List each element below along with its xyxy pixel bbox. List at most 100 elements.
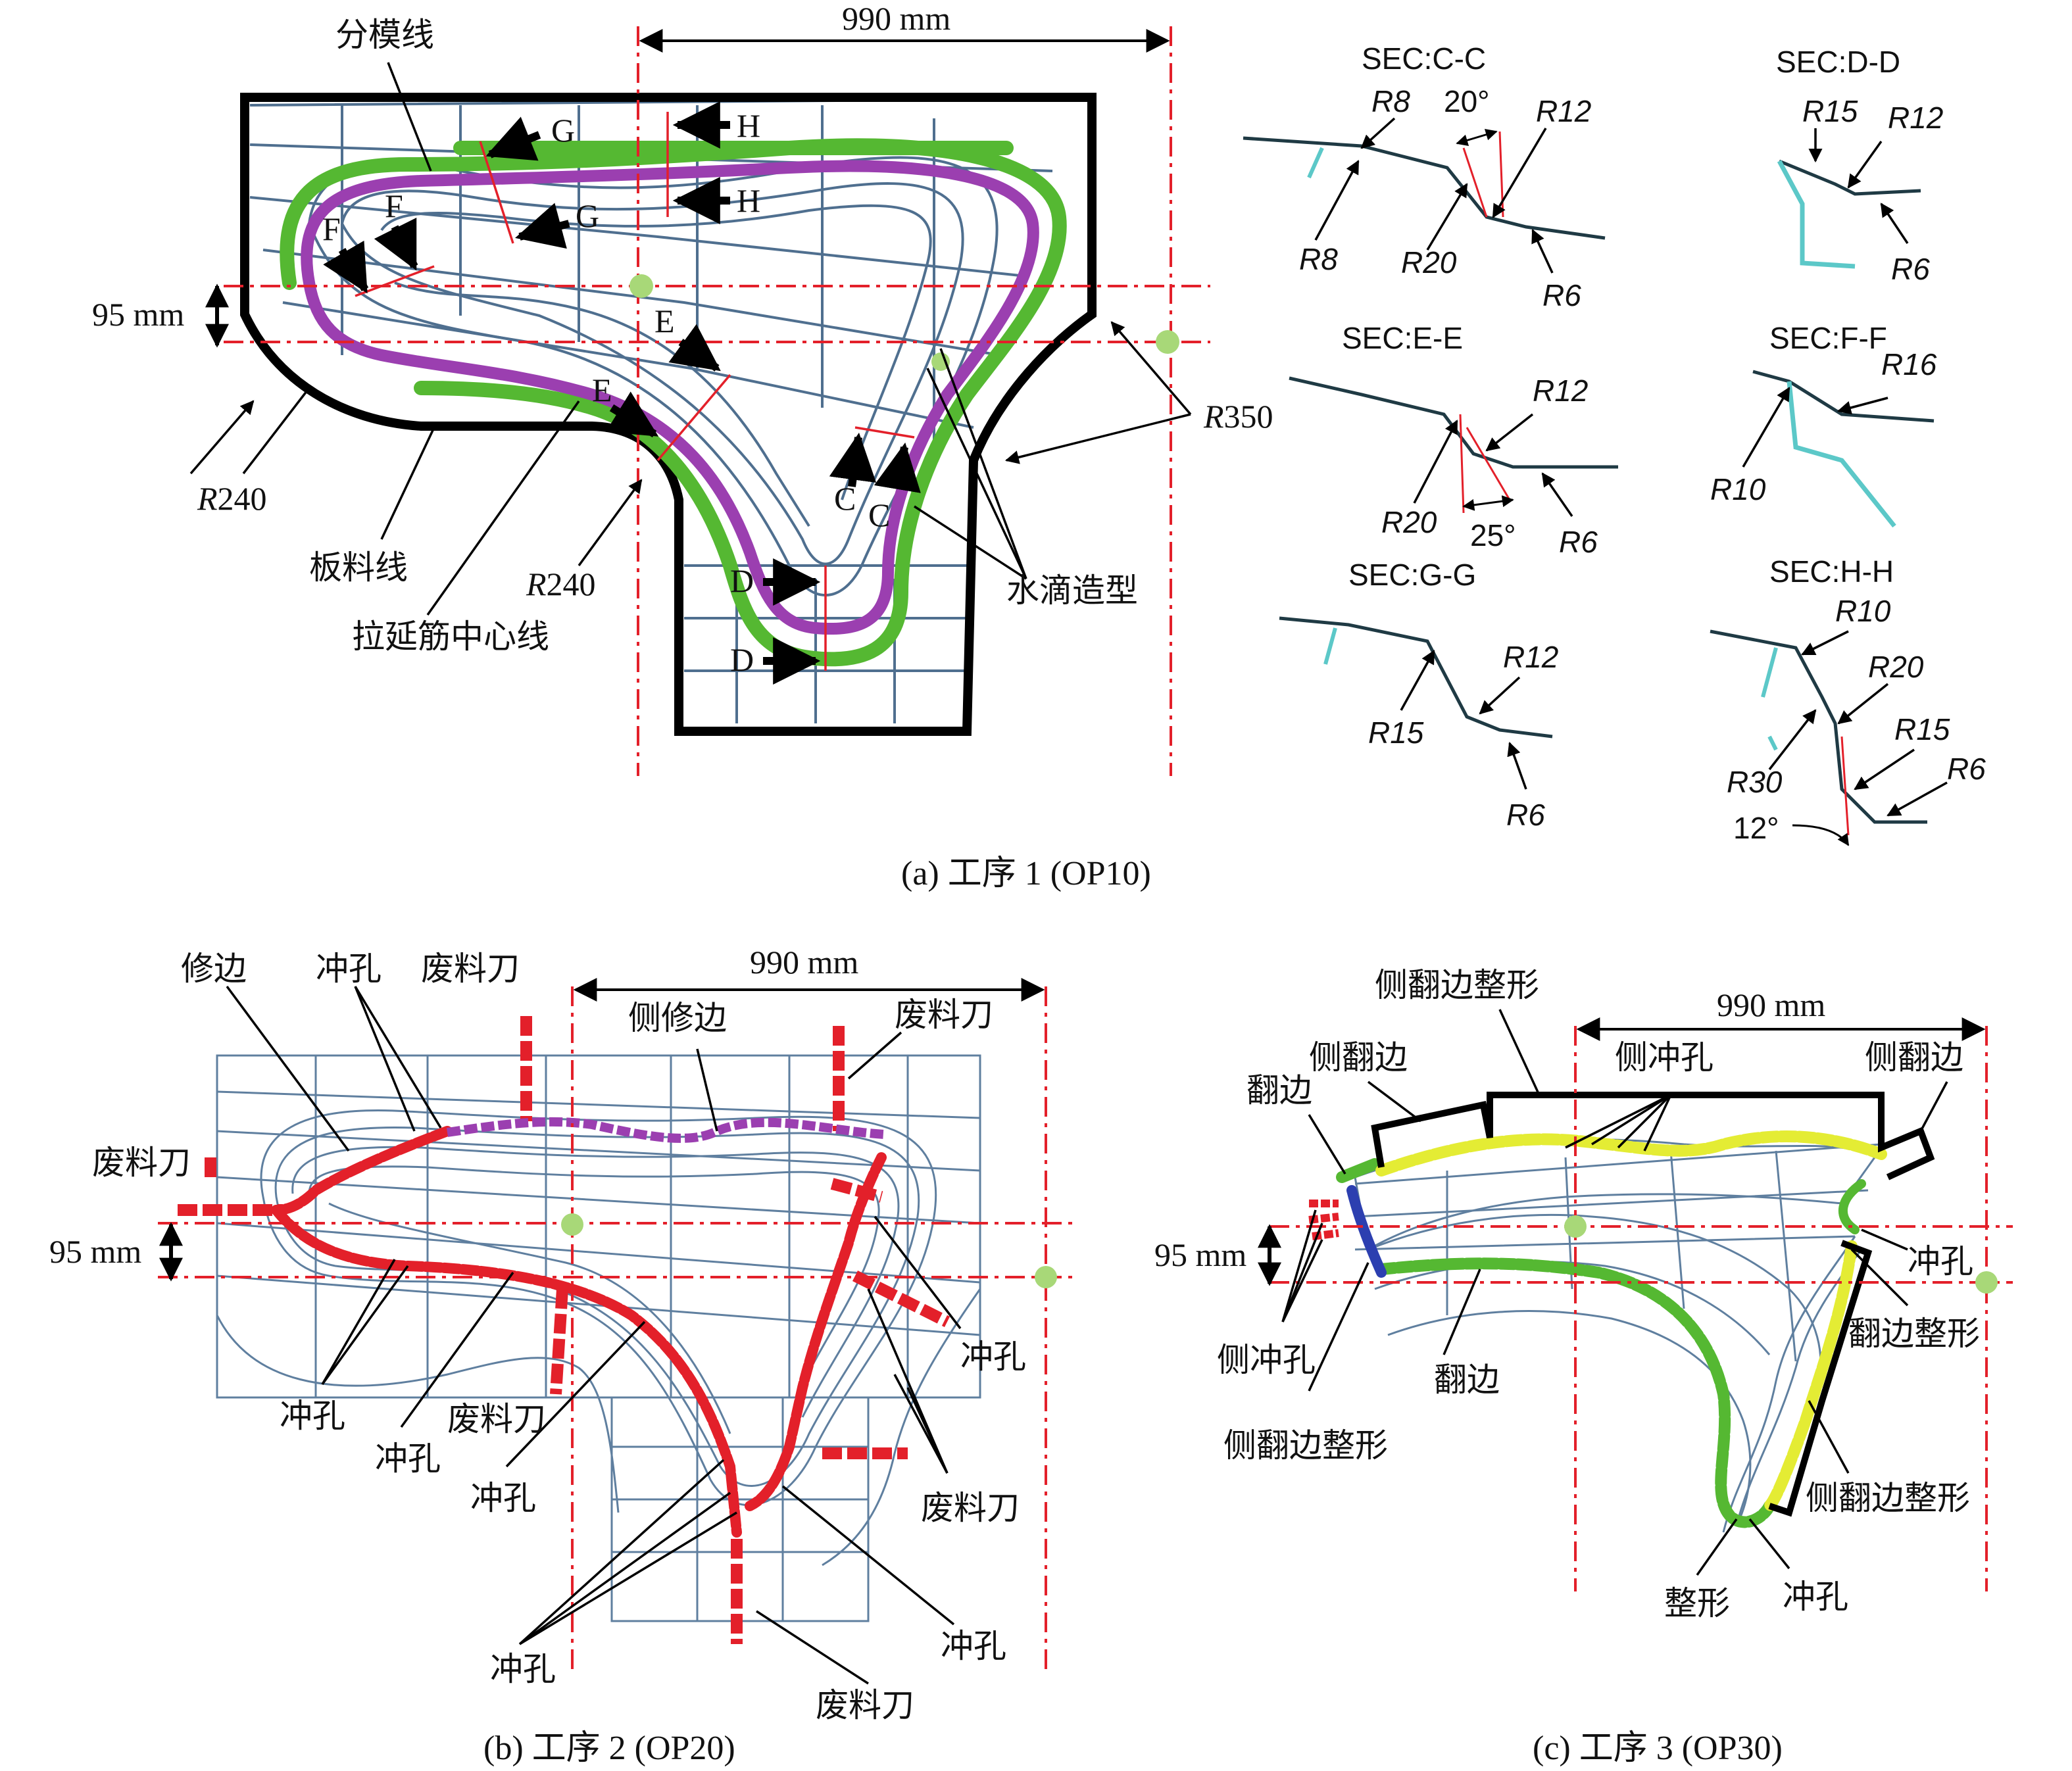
panel-c-reference-lines	[1270, 1026, 2013, 1591]
label-r240-mid: R240	[526, 566, 596, 602]
section-ee-title: SEC:E-E	[1342, 321, 1463, 355]
section-hh-angle: 12°	[1733, 811, 1779, 845]
section-cc-r5: R6	[1542, 278, 1581, 312]
label-r350: R350	[1203, 398, 1273, 435]
section-cc: SEC:C-C R8 20° R12 R8 R20 R6	[1243, 41, 1606, 312]
draw-bead-line	[280, 138, 1067, 667]
section-mark: G	[576, 197, 599, 234]
dim-height-label: 95 mm	[49, 1233, 141, 1270]
dim-height-label: 95 mm	[92, 296, 184, 333]
section-mark: E	[654, 303, 675, 339]
label-pierce-right: 冲孔	[960, 1338, 1026, 1375]
panel-a: G G H H F F E E C C D D 990 mm 95 mm	[92, 0, 1273, 776]
label-pierce-left: 冲孔	[280, 1397, 345, 1434]
side-flange-restrike-frame-right	[1768, 1240, 1873, 1517]
dim-height-label: 95 mm	[1154, 1236, 1246, 1273]
section-mark: E	[592, 372, 612, 408]
section-dd: SEC:D-D R15 R12 R6	[1776, 45, 1943, 286]
section-ff-title: SEC:F-F	[1769, 321, 1887, 355]
label-restrike: 整形	[1664, 1585, 1730, 1622]
section-mark: F	[385, 187, 403, 224]
section-mark: G	[551, 112, 575, 149]
label-pierce-top: 冲孔	[316, 950, 382, 987]
side-flange-line-top	[1375, 1130, 1887, 1177]
dim-width-label: 990 mm	[842, 0, 950, 37]
label-flange-restrike-right: 翻边整形	[1848, 1315, 1980, 1352]
section-ee-r1: R12	[1533, 374, 1588, 408]
section-mark: H	[737, 107, 760, 144]
section-gg-title: SEC:G-G	[1348, 558, 1476, 592]
section-mark: H	[737, 182, 760, 219]
label-scrap-left: 废料刀	[92, 1144, 191, 1181]
panel-c: 990 mm 95 mm 侧翻边整形 侧翻边 翻边 侧冲孔 侧翻边	[1154, 967, 2013, 1622]
scrap-cutters	[178, 1016, 950, 1644]
section-cc-title: SEC:C-C	[1362, 41, 1486, 76]
section-hh-r1: R10	[1835, 594, 1891, 628]
label-pierce-bottom: 冲孔	[1783, 1578, 1848, 1615]
label-pierce-bot-right: 冲孔	[941, 1628, 1006, 1664]
section-dd-r1: R15	[1802, 94, 1858, 128]
section-mark: C	[868, 497, 890, 533]
ref-dot	[1156, 330, 1179, 354]
section-dd-r2: R12	[1888, 101, 1943, 135]
label-side-flange-restrike-right: 侧翻边整形	[1806, 1480, 1970, 1516]
section-cc-r2: R12	[1536, 94, 1591, 128]
label-pierce-bot: 冲孔	[490, 1651, 556, 1687]
label-pierce-right: 冲孔	[1908, 1243, 1973, 1280]
ref-dot	[1564, 1215, 1587, 1238]
side-flange-line-right	[1764, 1240, 1858, 1512]
ref-dot	[629, 274, 653, 298]
trim-line	[271, 1126, 887, 1538]
section-arrows	[323, 101, 921, 685]
label-side-trim: 侧修边	[628, 1000, 727, 1036]
label-pierce-mid1: 冲孔	[375, 1440, 441, 1477]
label-side-pierce-top: 侧冲孔	[1615, 1039, 1714, 1076]
label-side-flange-left: 侧翻边	[1309, 1039, 1408, 1076]
panel-b-reference-lines	[158, 986, 1079, 1670]
section-views: SEC:C-C R8 20° R12 R8 R20 R6 SEC:D-D	[1243, 41, 1986, 846]
flange-line-top	[1336, 1158, 1381, 1183]
label-side-pierce-left: 侧冲孔	[1217, 1342, 1316, 1378]
section-ee-r2: R20	[1381, 505, 1437, 539]
caption-b: (b) 工序 2 (OP20)	[483, 1730, 735, 1767]
caption-c: (c) 工序 3 (OP30)	[1533, 1730, 1783, 1767]
section-mark-labels: G G H H F F E E C C D D	[322, 107, 890, 678]
label-pierce-mid2: 冲孔	[470, 1480, 536, 1516]
section-gg-r3: R6	[1506, 798, 1545, 832]
flange-line	[1375, 1257, 1775, 1528]
section-cut-lines	[355, 112, 915, 671]
section-mark: D	[730, 641, 754, 678]
label-scrap-mid: 废料刀	[447, 1401, 546, 1438]
side-flange-restrike-frame-top	[1371, 1092, 1935, 1180]
section-dd-r3: R6	[1891, 252, 1930, 286]
label-trim: 修边	[181, 950, 247, 987]
label-side-flange-right: 侧翻边	[1865, 1039, 1963, 1076]
label-flange-bottom: 翻边	[1434, 1361, 1500, 1398]
side-flange-restrike-line	[1346, 1185, 1387, 1278]
section-mark: F	[322, 210, 341, 247]
label-scrap-right: 废料刀	[921, 1490, 1020, 1526]
section-hh-r4: R30	[1727, 765, 1783, 799]
section-mark: D	[730, 562, 754, 599]
section-ff-r2: R10	[1710, 472, 1766, 506]
panel-b: 990 mm 95 mm 修边 冲孔 废料刀 侧修边 废料刀	[49, 944, 1079, 1724]
section-mark: C	[834, 480, 856, 517]
section-ee-r4: R6	[1559, 525, 1598, 559]
label-flange-left: 翻边	[1246, 1072, 1312, 1109]
label-r240-left: R240	[197, 480, 267, 517]
section-hh: SEC:H-H R10 R20 R15 R30 R6 12°	[1710, 554, 1986, 846]
section-cc-angle: 20°	[1444, 84, 1490, 118]
panel-b-leaders	[226, 985, 962, 1685]
ref-dot	[1975, 1271, 1998, 1294]
panel-a-reference-lines	[224, 26, 1210, 776]
section-ff-r1: R16	[1881, 347, 1937, 381]
section-ee: SEC:E-E R12 R20 25° R6	[1289, 321, 1618, 559]
ref-dot	[561, 1213, 583, 1236]
section-hh-title: SEC:H-H	[1769, 554, 1894, 589]
panel-b-mesh	[216, 1054, 981, 1622]
ref-dot	[1035, 1266, 1057, 1288]
section-hh-r3: R15	[1894, 712, 1950, 746]
section-cc-r4: R20	[1401, 245, 1457, 279]
section-ff: SEC:F-F R16 R10	[1710, 321, 1937, 528]
section-ee-angle: 25°	[1470, 518, 1516, 552]
